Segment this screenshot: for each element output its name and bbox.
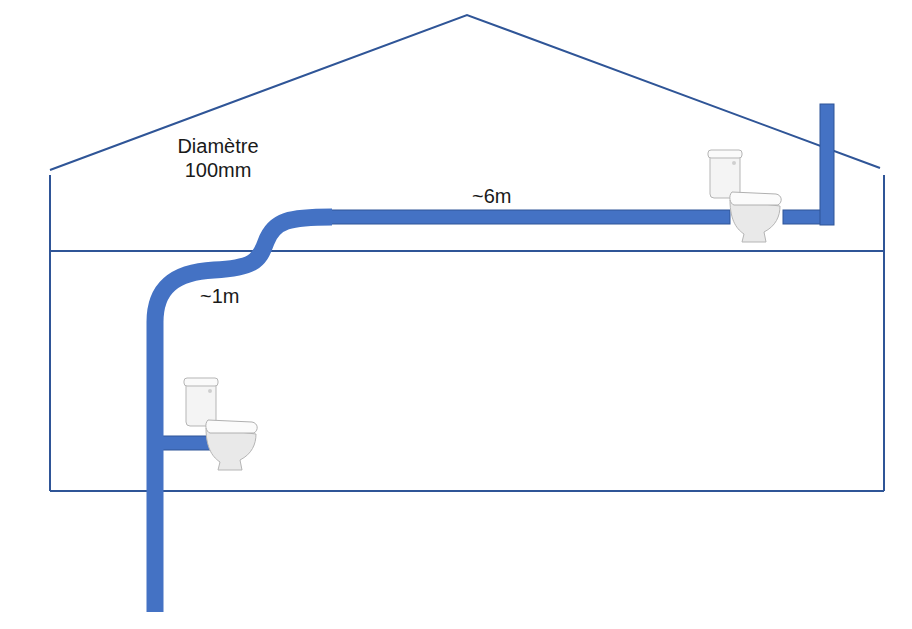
dimension-label: ~6m [472,184,532,208]
right-wall [883,175,885,491]
dimension-label: Diamètre 100mm [162,134,274,182]
house-outline [50,15,884,491]
pipes [160,104,834,450]
roof-line [50,15,880,170]
ground-line [50,490,884,492]
upper-toilet [708,150,781,242]
lower-toilet [184,378,257,470]
vent-pipe [820,104,834,225]
branch-pipe [160,436,212,450]
left-wall [49,175,51,491]
main-pipe [155,217,332,612]
floor-line [50,250,884,252]
dimension-label: ~1m [200,284,260,308]
horizontal-pipe [312,210,730,224]
